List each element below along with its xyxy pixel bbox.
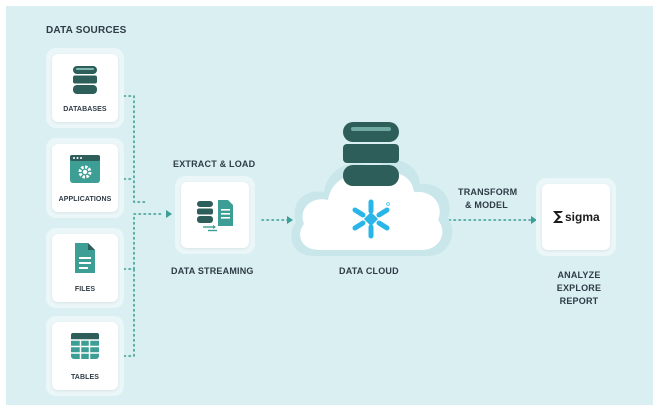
source-card-databases: DATABASES xyxy=(46,48,124,128)
data-streaming-label: DATA STREAMING xyxy=(171,266,254,276)
table-icon xyxy=(71,333,99,359)
sigma-logo-icon xyxy=(553,211,563,223)
data-sources-heading: DATA SOURCES xyxy=(46,25,127,36)
app-gear-icon xyxy=(70,155,100,183)
explore-label: EXPLORE xyxy=(556,283,602,293)
arrowhead-cloud xyxy=(287,216,293,224)
sigma-card: sigma xyxy=(536,178,616,256)
connector-databases xyxy=(123,95,147,203)
source-label-databases: DATABASES xyxy=(63,106,107,113)
data-cloud-label: DATA CLOUD xyxy=(339,266,399,276)
connector-files xyxy=(123,213,135,270)
sigma-logo-text: sigma xyxy=(565,210,600,224)
database-icon xyxy=(73,66,97,94)
analyze-label: ANALYZE xyxy=(557,270,601,280)
source-card-applications: APPLICATIONS xyxy=(46,138,124,218)
file-icon xyxy=(75,243,95,273)
data-streaming-icon xyxy=(197,200,233,232)
report-label: REPORT xyxy=(559,296,599,306)
extract-load-label: EXTRACT & LOAD xyxy=(173,159,256,169)
source-label-applications: APPLICATIONS xyxy=(58,196,112,203)
transform-label: TRANSFORM xyxy=(458,187,518,197)
source-card-tables: TABLES xyxy=(46,316,124,396)
snowflake-icon xyxy=(352,199,390,239)
diagram-canvas: DATA SOURCES DATABASES APPLICATIONS xyxy=(6,6,653,405)
model-label: & MODEL xyxy=(465,200,508,210)
connector-lines xyxy=(123,95,537,357)
cloud-database-icon xyxy=(343,122,399,186)
source-card-files: FILES xyxy=(46,228,124,308)
source-label-tables: TABLES xyxy=(70,374,100,381)
arrowhead-streaming xyxy=(166,210,172,218)
arrowhead-sigma xyxy=(531,216,537,224)
source-label-files: FILES xyxy=(74,286,96,293)
streaming-card xyxy=(175,176,255,254)
connector-tables xyxy=(123,268,135,357)
